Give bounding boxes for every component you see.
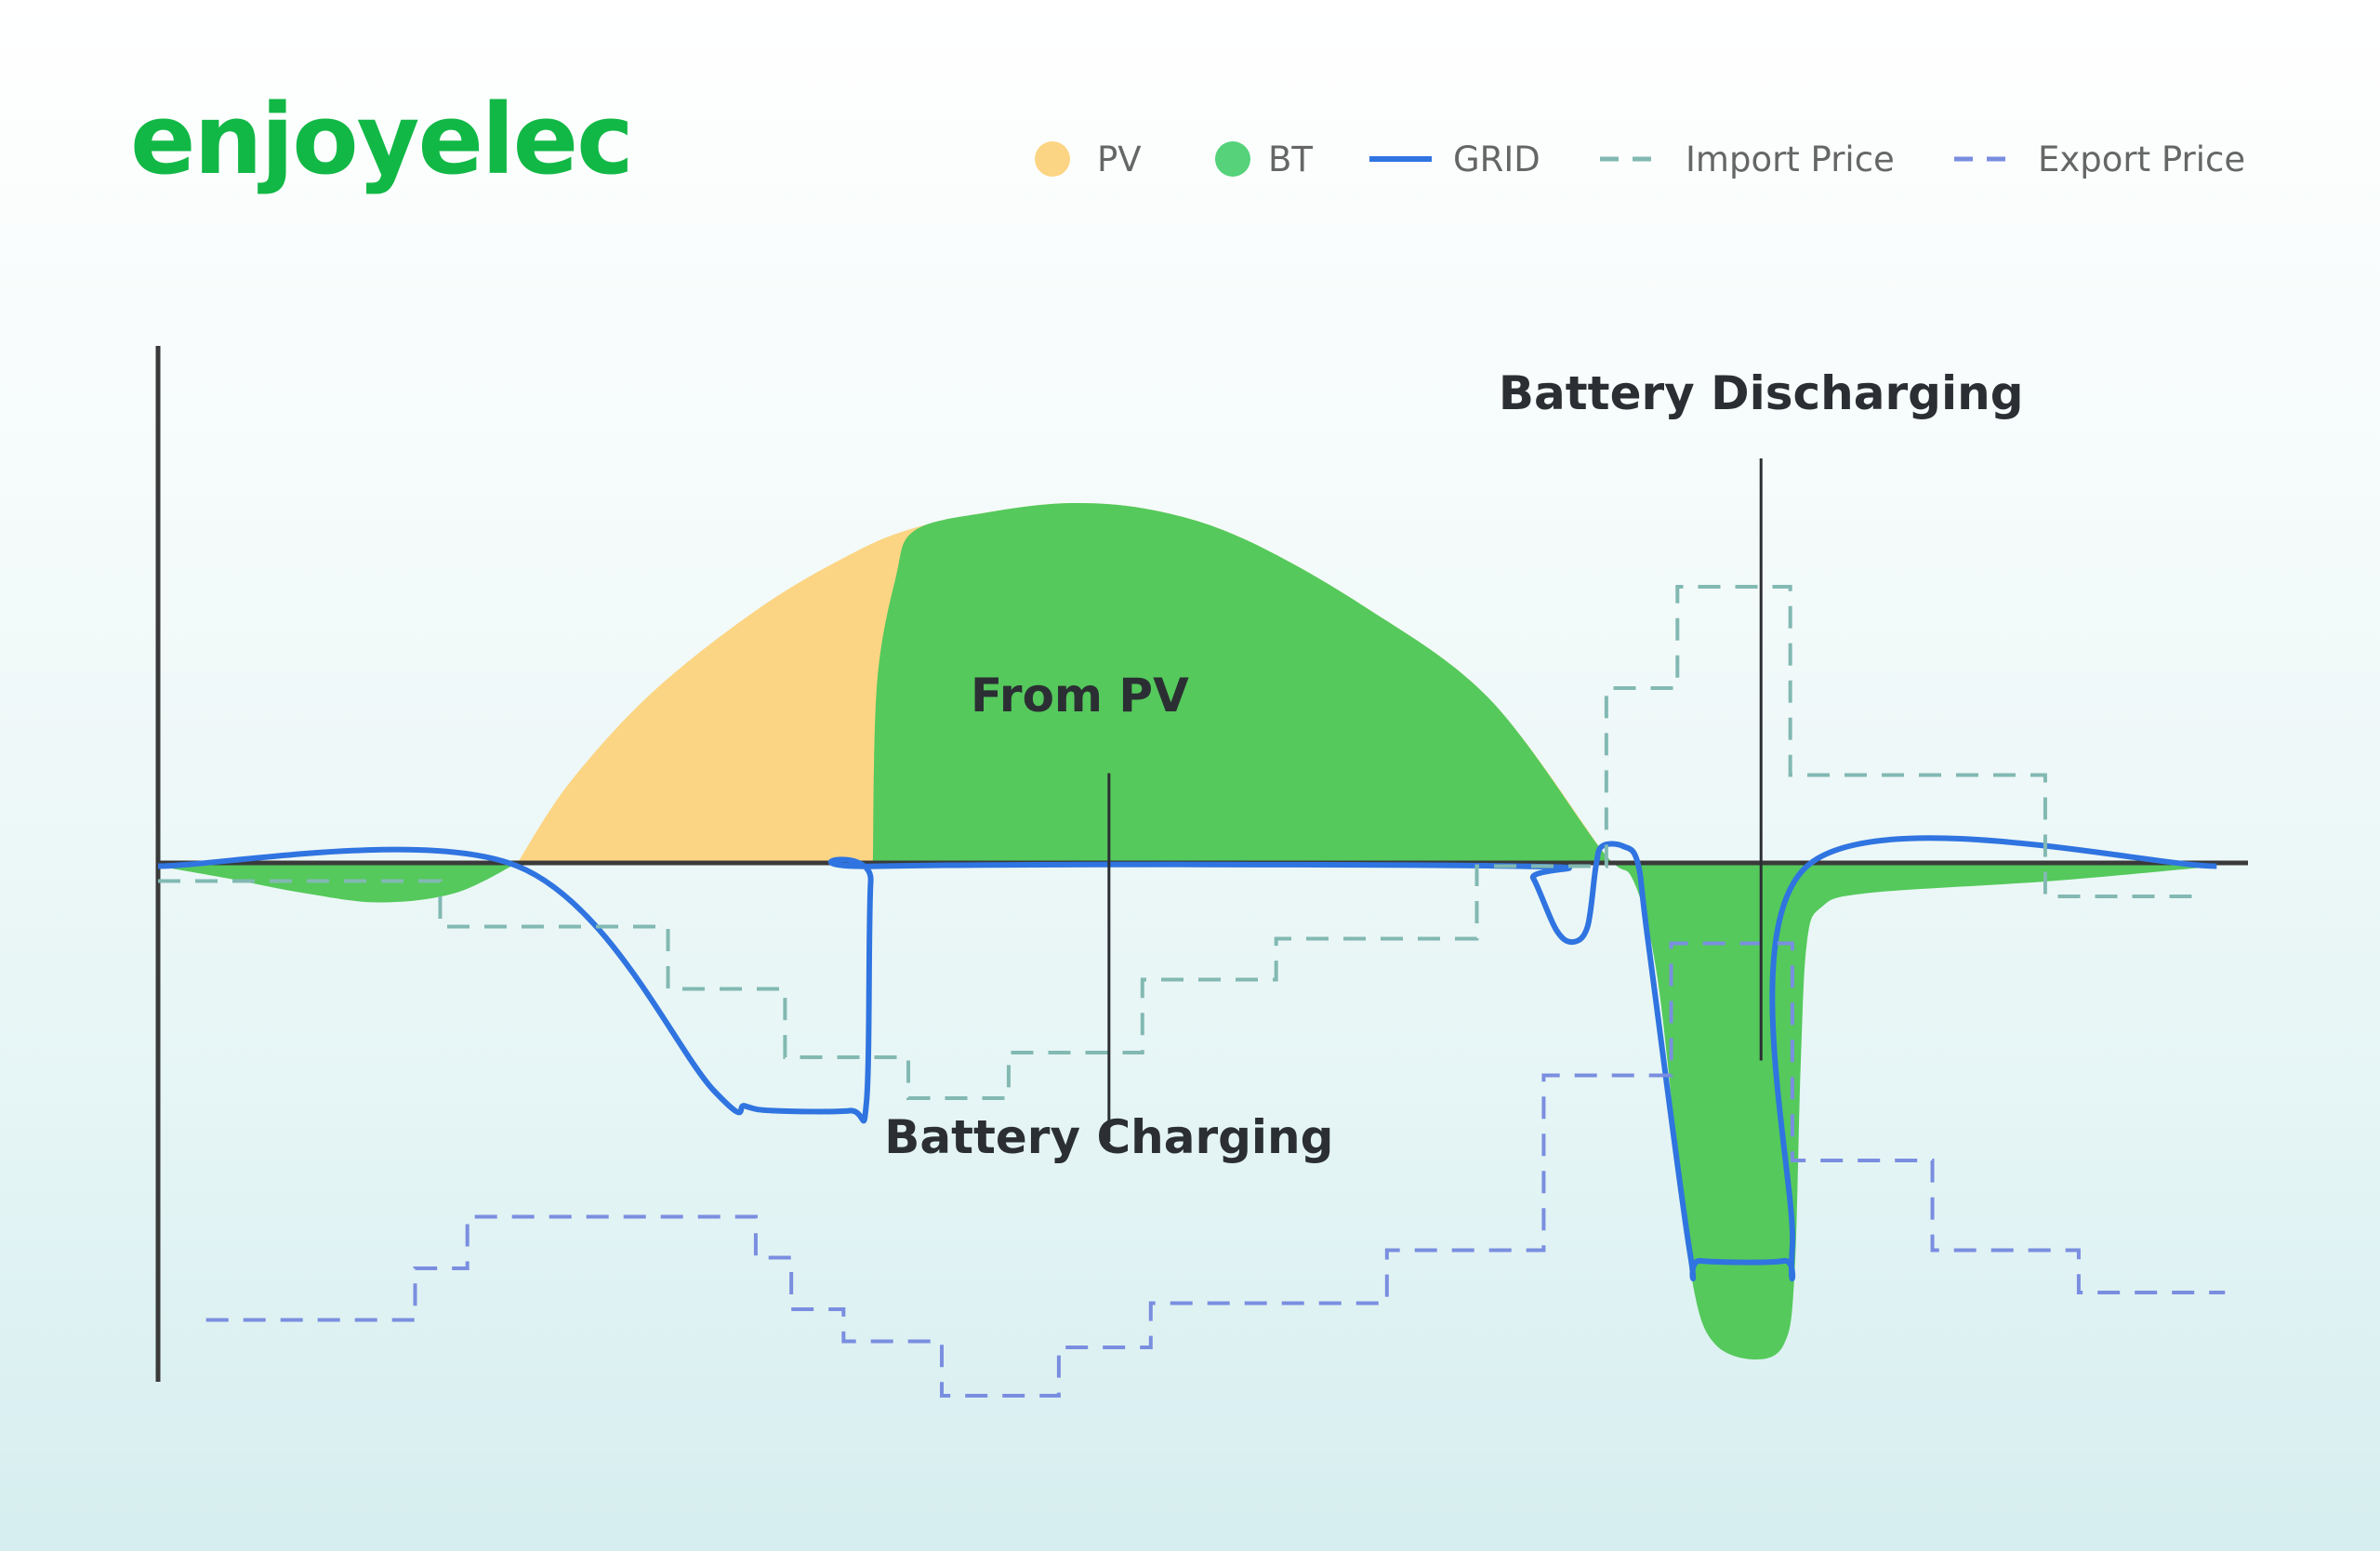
annotation-from-pv: From PV: [971, 669, 1189, 722]
series-import-price-step-line: [158, 585, 2207, 1100]
annotation-battery-discharging: Battery Discharging: [1499, 366, 2024, 420]
legend-pv-dot: [1035, 141, 1070, 177]
legend-bt-label: BT: [1268, 139, 1313, 179]
series-export-price-step-line: [205, 941, 2226, 1398]
series-bt-area: [872, 502, 2217, 1359]
legend-bt-dot: [1215, 141, 1250, 177]
series-bt-morning-area: [158, 863, 518, 903]
annotation-battery-charging: Battery Charging: [884, 1110, 1333, 1164]
legend: PV BT GRID Import Price Export Price: [1035, 139, 2245, 179]
legend-export-label: Export Price: [2038, 139, 2245, 179]
legend-pv-label: PV: [1097, 139, 1142, 179]
legend-import-label: Import Price: [1686, 139, 1895, 179]
series-grid-line: [157, 835, 2217, 1282]
brand-logo: enjoyelec: [130, 83, 632, 196]
legend-grid-label: GRID: [1453, 139, 1540, 179]
